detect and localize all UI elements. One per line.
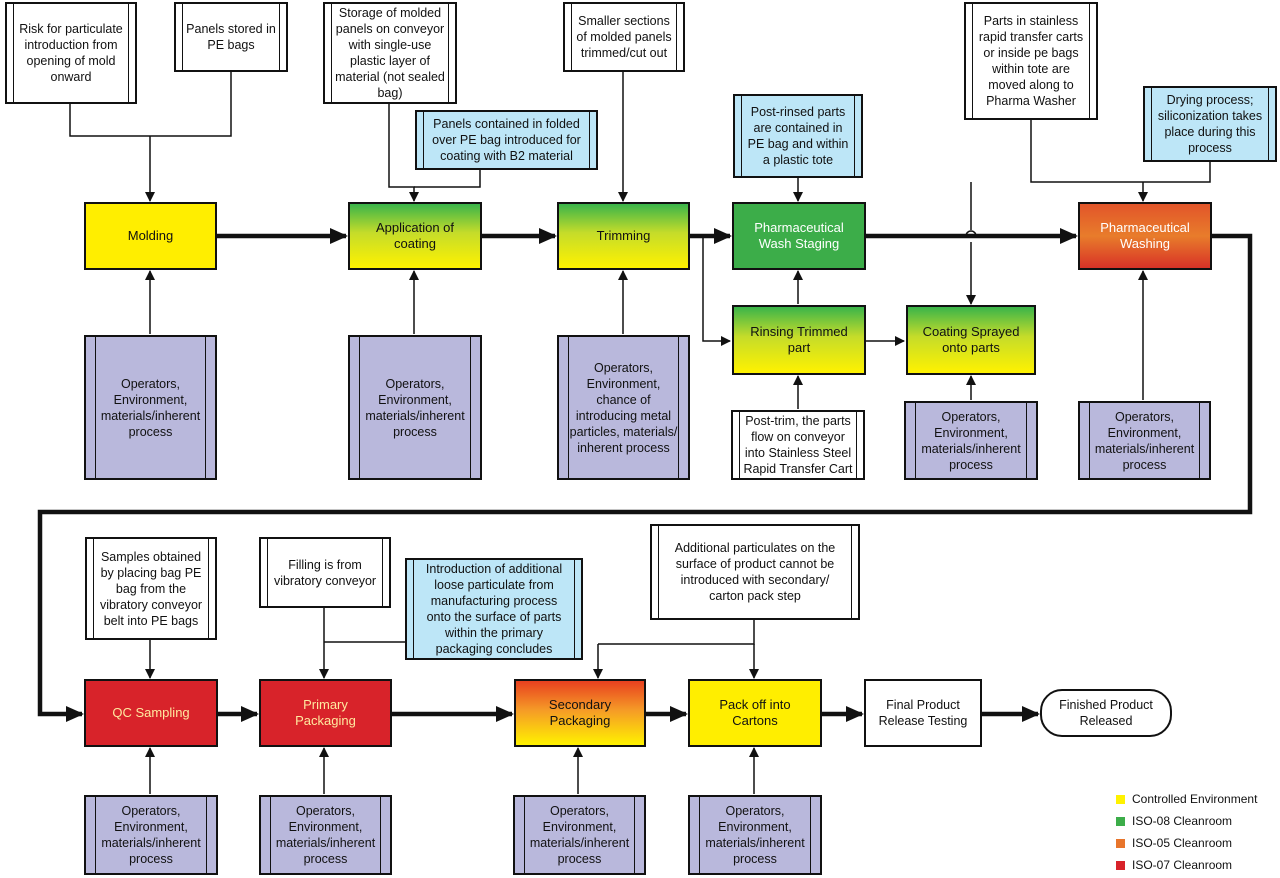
note-introduction: Introduction of additional loose particu… bbox=[405, 558, 583, 660]
legend-swatch-red bbox=[1116, 860, 1125, 870]
legend-item-controlled: Controlled Environment bbox=[1116, 792, 1257, 806]
flow-wrap-around bbox=[37, 233, 1253, 722]
note-samples-obtained: Samples obtained by placing bag PE bag f… bbox=[85, 537, 217, 640]
step-trimming: Trimming bbox=[557, 202, 690, 270]
note-post-rinsed: Post-rinsed parts are contained in PE ba… bbox=[733, 94, 863, 178]
legend-swatch-orange bbox=[1116, 838, 1125, 848]
step-secondary-packaging: Secondary Packaging bbox=[514, 679, 646, 747]
input-trimming: Operators, Environment, chance of introd… bbox=[557, 335, 690, 480]
input-qc-sampling: Operators, Environment, materials/inhere… bbox=[84, 795, 218, 875]
note-rapid-transfer: Parts in stainless rapid transfer carts … bbox=[964, 2, 1098, 120]
note-additional-particulates: Additional particulates on the surface o… bbox=[650, 524, 860, 620]
line-panels-to-molding bbox=[150, 72, 232, 137]
input-secondary-packaging: Operators, Environment, materials/inhere… bbox=[513, 795, 646, 875]
line-panels-contained-to-application bbox=[414, 170, 481, 188]
line-drying-to-junction bbox=[1143, 162, 1211, 183]
note-risk-mold: Risk for particulate introduction from o… bbox=[5, 2, 137, 104]
note-post-trim: Post-trim, the parts flow on conveyor in… bbox=[731, 410, 865, 480]
legend: Controlled Environment ISO-08 Cleanroom … bbox=[1116, 792, 1276, 876]
step-molding: Molding bbox=[84, 202, 217, 270]
legend-item-iso05: ISO-05 Cleanroom bbox=[1116, 836, 1232, 850]
line-risk-to-molding bbox=[69, 104, 150, 137]
step-finished-product: Finished Product Released bbox=[1040, 689, 1172, 737]
line-trimming-to-rinsing bbox=[702, 236, 731, 346]
note-panels-contained: Panels contained in folded over PE bag i… bbox=[415, 110, 598, 170]
step-primary-packaging: Primary Packaging bbox=[259, 679, 392, 747]
input-primary-packaging: Operators, Environment, materials/inhere… bbox=[259, 795, 392, 875]
legend-swatch-yellow bbox=[1116, 794, 1125, 804]
note-filling: Filling is from vibratory conveyor bbox=[259, 537, 391, 608]
step-coating-sprayed: Coating Sprayed onto parts bbox=[906, 305, 1036, 375]
note-storage-conveyor: Storage of molded panels on conveyor wit… bbox=[323, 2, 457, 104]
input-molding: Operators, Environment, materials/inhere… bbox=[84, 335, 217, 480]
input-application: Operators, Environment, materials/inhere… bbox=[348, 335, 482, 480]
legend-item-iso07: ISO-07 Cleanroom bbox=[1116, 858, 1232, 872]
line-additional-junction bbox=[598, 620, 755, 645]
input-pack-off: Operators, Environment, materials/inhere… bbox=[688, 795, 822, 875]
step-application-of-coating: Application of coating bbox=[348, 202, 482, 270]
legend-item-iso08: ISO-08 Cleanroom bbox=[1116, 814, 1232, 828]
note-smaller-sections: Smaller sections of molded panels trimme… bbox=[563, 2, 685, 72]
step-pack-off: Pack off into Cartons bbox=[688, 679, 822, 747]
line-rapid-to-junction bbox=[1030, 120, 1143, 183]
line-storage-to-application bbox=[388, 104, 419, 202]
step-pharma-washing: Pharmaceutical Washing bbox=[1078, 202, 1212, 270]
note-drying: Drying process; siliconization takes pla… bbox=[1143, 86, 1277, 162]
step-final-testing: Final Product Release Testing bbox=[864, 679, 982, 747]
note-panels-stored: Panels stored in PE bags bbox=[174, 2, 288, 72]
step-rinsing: Rinsing Trimmed part bbox=[732, 305, 866, 375]
input-coating-sprayed: Operators, Environment, materials/inhere… bbox=[904, 401, 1038, 480]
step-wash-staging: Pharmaceutical Wash Staging bbox=[732, 202, 866, 270]
step-qc-sampling: QC Sampling bbox=[84, 679, 218, 747]
input-pharma-washing: Operators, Environment, materials/inhere… bbox=[1078, 401, 1211, 480]
legend-swatch-green bbox=[1116, 816, 1125, 826]
